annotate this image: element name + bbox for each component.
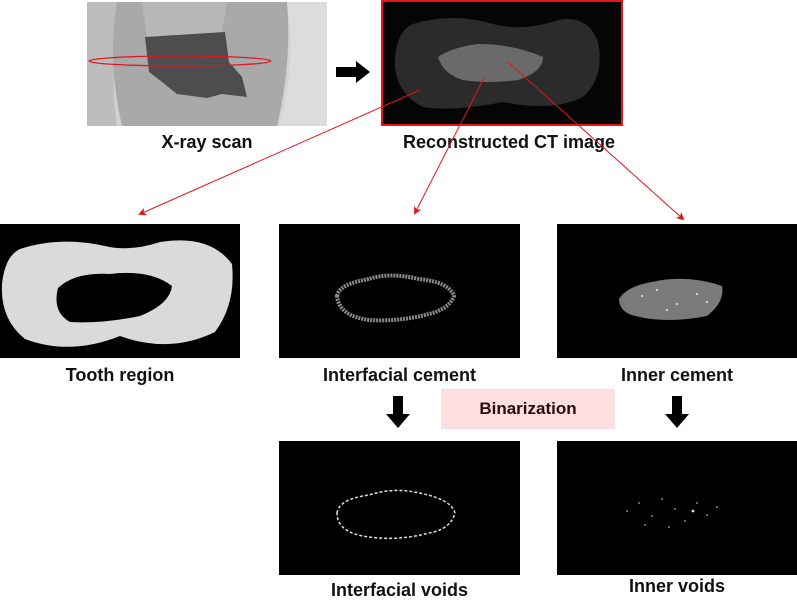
tooth-region-label: Tooth region bbox=[65, 365, 175, 385]
xray-scan-label: X-ray scan bbox=[161, 132, 253, 152]
arrow-right-icon bbox=[336, 61, 370, 83]
binarization-text: Binarization bbox=[479, 399, 577, 418]
inner-cement-label: Inner cement bbox=[620, 365, 734, 385]
inner-cement-image bbox=[557, 224, 797, 358]
inner-voids-image bbox=[557, 441, 797, 575]
ct-image-label: Reconstructed CT image bbox=[402, 132, 616, 152]
tooth-region-image bbox=[0, 224, 240, 358]
interfacial-voids-image bbox=[279, 441, 520, 575]
interfacial-cement-image bbox=[279, 224, 520, 358]
binarization-label: Binarization bbox=[441, 389, 615, 429]
arrow-down-icon bbox=[665, 396, 689, 428]
inner-voids-label: Inner voids bbox=[628, 576, 726, 596]
interfacial-voids-label: Interfacial voids bbox=[330, 580, 469, 600]
interfacial-cement-label: Interfacial cement bbox=[322, 365, 477, 385]
arrow-down-icon bbox=[386, 396, 410, 428]
reconstructed-ct-image bbox=[381, 0, 623, 126]
xray-scan-image bbox=[87, 2, 327, 126]
